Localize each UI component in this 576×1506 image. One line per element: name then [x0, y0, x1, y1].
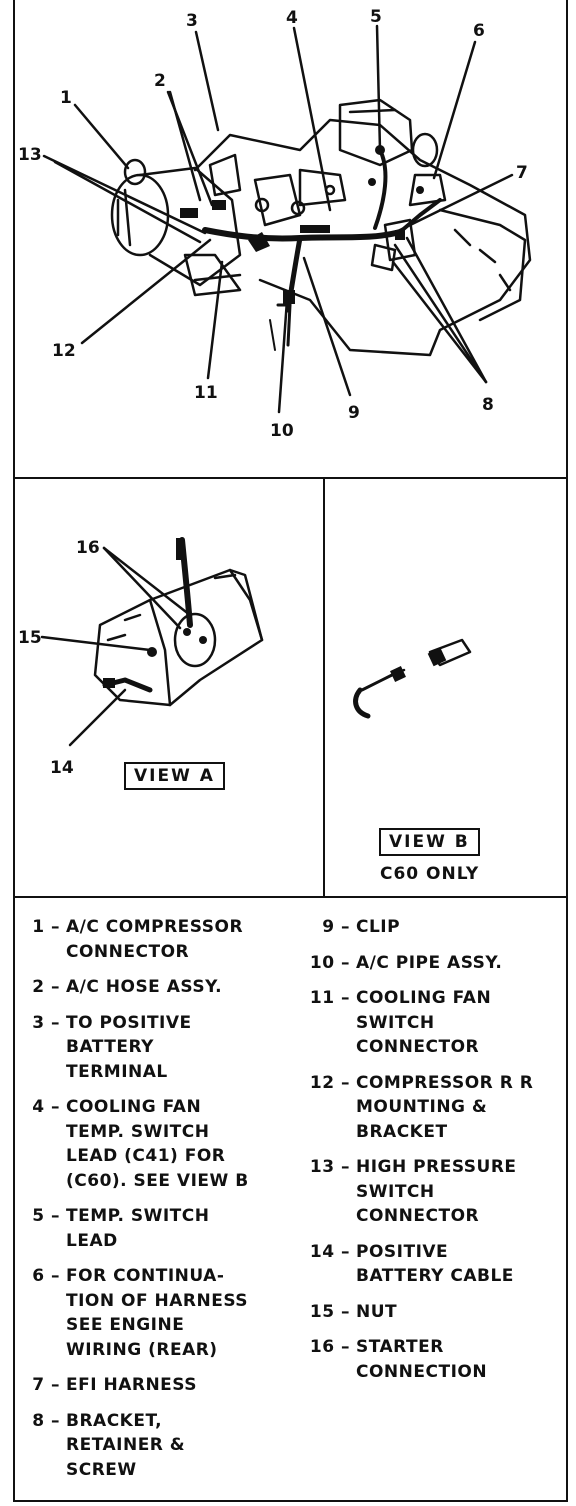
legend-item: 7 – EFI HARNESS	[0, 1373, 300, 1398]
legend-num: 10 –	[309, 952, 350, 973]
legend-num: 15 –	[309, 1301, 350, 1322]
legend-item: 16 – STARTER CONNECTION	[280, 1335, 565, 1384]
legend-item: 14 – POSITIVE BATTERY CABLE	[280, 1240, 565, 1289]
legend-item: 15 – NUT	[280, 1300, 565, 1325]
legend-text: NUT	[356, 1301, 398, 1322]
legend-num: 6 –	[32, 1266, 60, 1286]
legend-num: 3 –	[32, 1012, 60, 1033]
legend-text: A/C COMPRESSOR CONNECTOR	[66, 917, 244, 962]
legend-text: POSITIVE BATTERY CABLE	[356, 1241, 514, 1287]
callout-1: 1	[60, 88, 72, 108]
legend-item: 8 – BRACKET, RETAINER & SCREW	[0, 1409, 300, 1483]
legend-num: 5 –	[32, 1206, 60, 1226]
callout-12: 12	[52, 341, 76, 361]
legend-item: 1 – A/C COMPRESSOR CONNECTOR	[0, 915, 300, 964]
legend-text: BRACKET, RETAINER & SCREW	[66, 1410, 186, 1480]
callout-9: 9	[348, 403, 360, 423]
legend-text: COMPRESSOR R R MOUNTING & BRACKET	[356, 1072, 534, 1142]
legend-text: TEMP. SWITCH LEAD	[66, 1206, 210, 1251]
view-a-label: VIEW A	[124, 762, 225, 790]
callout-11: 11	[194, 383, 218, 403]
legend-item: 6 – FOR CONTINUA- TION OF HARNESS SEE ENG…	[0, 1264, 300, 1362]
legend-num: 16 –	[309, 1337, 350, 1357]
legend-text: HIGH PRESSURE SWITCH CONNECTOR	[356, 1157, 517, 1226]
view-b-caption: C60 ONLY	[380, 864, 480, 884]
legend-item: 12 – COMPRESSOR R R MOUNTING & BRACKET	[280, 1071, 565, 1145]
legend-text: STARTER CONNECTION	[356, 1337, 488, 1382]
figure-frame	[13, 0, 568, 1502]
legend-item: 4 – COOLING FAN TEMP. SWITCH LEAD (C41) F…	[0, 1095, 300, 1193]
callout-15: 15	[18, 628, 42, 648]
legend-text: COOLING FAN SWITCH CONNECTOR	[356, 988, 492, 1057]
legend-num: 4 –	[32, 1097, 60, 1117]
legend-num: 1 –	[32, 917, 60, 937]
legend-text: EFI HARNESS	[66, 1375, 198, 1395]
legend-num: 8 –	[32, 1410, 60, 1431]
callout-3: 3	[186, 11, 198, 31]
callout-7: 7	[516, 163, 528, 183]
legend-left: 1 – A/C COMPRESSOR CONNECTOR 2 – A/C HOSE …	[0, 915, 300, 1493]
legend-item: 5 – TEMP. SWITCH LEAD	[0, 1204, 300, 1253]
view-b-label: VIEW B	[379, 828, 480, 856]
legend-item: 3 – TO POSITIVE BATTERY TERMINAL	[0, 1011, 300, 1085]
legend-text: FOR CONTINUA- TION OF HARNESS SEE ENGINE…	[66, 1266, 249, 1360]
legend-num: 12 –	[309, 1072, 350, 1093]
legend-num: 7 –	[32, 1375, 60, 1395]
callout-13: 13	[18, 145, 42, 165]
legend-item: 9 – CLIP	[280, 915, 565, 940]
divider-legend	[13, 896, 568, 898]
legend-text: A/C HOSE ASSY.	[66, 977, 223, 997]
legend-text: TO POSITIVE BATTERY TERMINAL	[66, 1012, 192, 1082]
callout-16: 16	[76, 538, 100, 558]
callout-10: 10	[270, 421, 294, 441]
callout-14: 14	[50, 758, 74, 778]
divider-views	[323, 477, 325, 897]
callout-6: 6	[473, 21, 485, 41]
callout-4: 4	[286, 8, 298, 28]
callout-8: 8	[482, 395, 494, 415]
callout-5: 5	[370, 7, 382, 27]
legend-item: 2 – A/C HOSE ASSY.	[0, 975, 300, 1000]
legend-text: A/C PIPE ASSY.	[356, 952, 503, 973]
legend-item: 13 – HIGH PRESSURE SWITCH CONNECTOR	[280, 1155, 565, 1229]
engine-wiring-diagram: 1 2 3 4 5 6 7 8 9 10 11 12 13	[18, 7, 532, 441]
legend-item: 10 – A/C PIPE ASSY.	[280, 951, 565, 976]
view-b-diagram	[353, 638, 472, 719]
legend-text: COOLING FAN TEMP. SWITCH LEAD (C41) FOR …	[66, 1097, 249, 1191]
legend-num: 13 –	[309, 1157, 350, 1177]
legend-num: 9 –	[322, 917, 350, 937]
legend-num: 14 –	[309, 1241, 350, 1262]
legend-item: 11 – COOLING FAN SWITCH CONNECTOR	[280, 986, 565, 1060]
legend-num: 2 –	[32, 977, 60, 997]
legend-right: 9 – CLIP 10 – A/C PIPE ASSY. 11 – COOLING F…	[280, 915, 565, 1395]
divider-top	[13, 477, 568, 479]
callout-2: 2	[154, 71, 166, 91]
view-a-diagram: 16 15 14	[18, 537, 264, 778]
legend-text: CLIP	[356, 917, 401, 937]
legend-num: 11 –	[309, 988, 350, 1008]
